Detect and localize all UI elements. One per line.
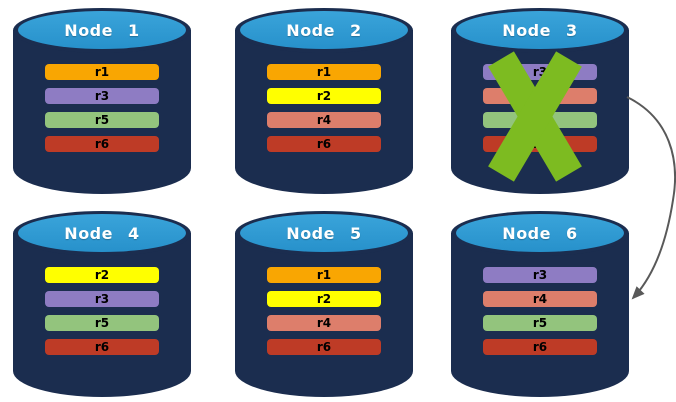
replica-row: r6: [483, 136, 597, 152]
replica-row: r1: [267, 267, 381, 283]
node-title: Node 4: [64, 223, 140, 243]
replica-row-label: r2: [94, 268, 110, 282]
replica-row: r2: [267, 291, 381, 307]
cylinder-top-face: Node 6: [456, 214, 624, 252]
node-cylinder: Node 6 r3 r4 r5 r6: [451, 211, 629, 397]
replica-row: r4: [483, 291, 597, 307]
replica-row: r3: [483, 267, 597, 283]
node-cylinder: Node 1 r1 r3 r5 r6: [13, 8, 191, 194]
replica-row-label: r4: [532, 89, 548, 103]
replica-row-label: r3: [94, 292, 110, 306]
replica-rows: r3 r4 r5 r6: [483, 267, 597, 363]
replica-row-label: r2: [316, 89, 332, 103]
cylinder-top-face: Node 1: [18, 11, 186, 49]
cylinder-top-rim: Node 4: [13, 211, 191, 256]
replica-row-label: r5: [94, 316, 110, 330]
node-cylinder: Node 4 r2 r3 r5 r6: [13, 211, 191, 397]
cylinder-top-face: Node 4: [18, 214, 186, 252]
cylinder-top-face: Node 2: [240, 11, 408, 49]
replica-row-label: r5: [532, 113, 548, 127]
node-cylinder: Node 5 r1 r2 r4 r6: [235, 211, 413, 397]
cylinder-top-rim: Node 5: [235, 211, 413, 256]
replica-row: r1: [267, 64, 381, 80]
replica-row-label: r4: [316, 316, 332, 330]
replica-row-label: r2: [316, 292, 332, 306]
replica-row-label: r1: [94, 65, 110, 79]
replica-row: r5: [483, 315, 597, 331]
node-title: Node 2: [286, 20, 362, 40]
cylinder-top-face: Node 5: [240, 214, 408, 252]
cylinder-top-face: Node 3: [456, 11, 624, 49]
failover-arrow-path: [626, 96, 676, 300]
replica-row-label: r4: [532, 292, 548, 306]
replica-row-label: r3: [532, 65, 548, 79]
cylinder-top-rim: Node 1: [13, 8, 191, 53]
cylinder-top-rim: Node 2: [235, 8, 413, 53]
replica-row: r6: [45, 136, 159, 152]
replica-row: r4: [267, 112, 381, 128]
replica-row-label: r6: [316, 137, 332, 151]
replica-row: r3: [45, 88, 159, 104]
replica-row: r5: [483, 112, 597, 128]
replica-rows: r1 r2 r4 r6: [267, 64, 381, 160]
replica-row: r6: [267, 339, 381, 355]
node-title: Node 5: [286, 223, 362, 243]
replica-row: r6: [483, 339, 597, 355]
replica-row: r4: [267, 315, 381, 331]
replica-row: r1: [45, 64, 159, 80]
replica-row-label: r6: [94, 340, 110, 354]
replica-row-label: r6: [94, 137, 110, 151]
node-cylinder: Node 2 r1 r2 r4 r6: [235, 8, 413, 194]
replica-row: r6: [45, 339, 159, 355]
replica-row: r4: [483, 88, 597, 104]
node-title: Node 1: [64, 20, 140, 40]
replica-row-label: r4: [316, 113, 332, 127]
node-cylinder: Node 3 r3 r4 r5 r6: [451, 8, 629, 194]
replica-row-label: r6: [316, 340, 332, 354]
replica-row: r5: [45, 112, 159, 128]
replica-row: r3: [45, 291, 159, 307]
node-title: Node 6: [502, 223, 578, 243]
cylinder-top-rim: Node 6: [451, 211, 629, 256]
replica-row-label: r1: [316, 268, 332, 282]
replica-row-label: r3: [94, 89, 110, 103]
replica-row-label: r5: [532, 316, 548, 330]
replica-row-label: r3: [532, 268, 548, 282]
replica-row: r2: [45, 267, 159, 283]
replica-rows: r3 r4 r5 r6: [483, 64, 597, 160]
replica-row-label: r6: [532, 137, 548, 151]
cylinder-top-rim: Node 3: [451, 8, 629, 53]
replica-row: r5: [45, 315, 159, 331]
replica-rows: r1 r3 r5 r6: [45, 64, 159, 160]
replica-row-label: r5: [94, 113, 110, 127]
replica-row-label: r1: [316, 65, 332, 79]
replica-row: r3: [483, 64, 597, 80]
node-title: Node 3: [502, 20, 578, 40]
replica-rows: r2 r3 r5 r6: [45, 267, 159, 363]
replica-row: r2: [267, 88, 381, 104]
replica-rows: r1 r2 r4 r6: [267, 267, 381, 363]
replica-row-label: r6: [532, 340, 548, 354]
replica-row: r6: [267, 136, 381, 152]
